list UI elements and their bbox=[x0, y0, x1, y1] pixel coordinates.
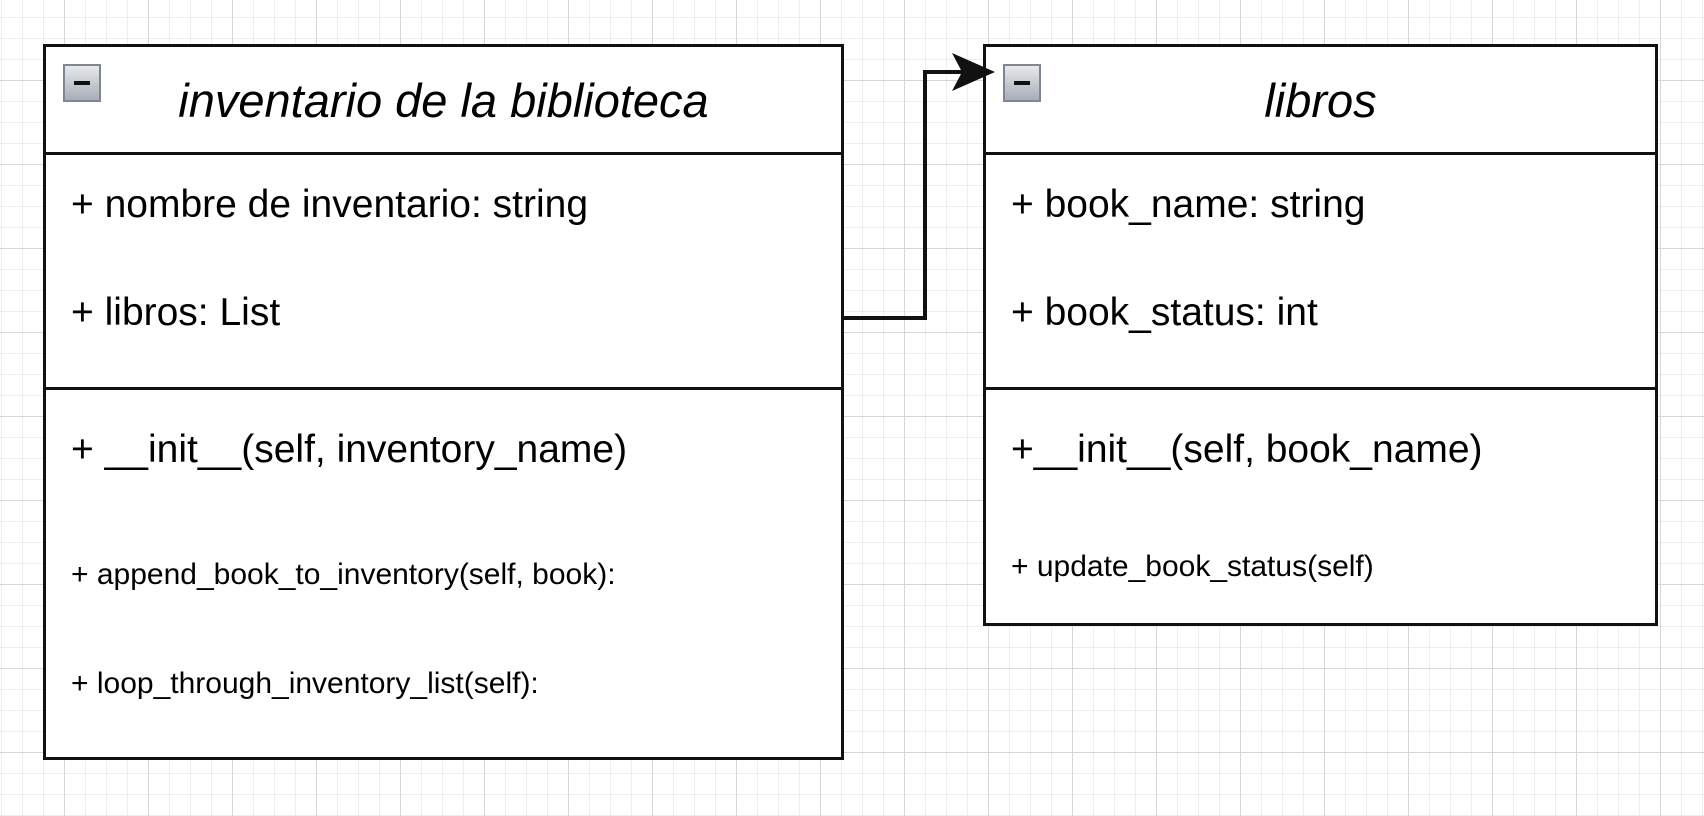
attributes-compartment: + book_name: string + book_status: int bbox=[986, 155, 1655, 390]
attribute-row[interactable]: + libros: List bbox=[71, 291, 281, 334]
attribute-row[interactable]: + book_name: string bbox=[1011, 183, 1366, 226]
class-title[interactable]: libros bbox=[1264, 74, 1377, 127]
class-inventario-de-la-biblioteca[interactable]: inventario de la biblioteca + nombre de … bbox=[43, 44, 844, 760]
method-row[interactable]: + loop_through_inventory_list(self): bbox=[71, 667, 539, 700]
class-header: libros bbox=[986, 47, 1655, 155]
connector-line[interactable] bbox=[844, 70, 968, 320]
collapse-toggle-icon[interactable] bbox=[1003, 64, 1041, 102]
attributes-compartment: + nombre de inventario: string + libros:… bbox=[46, 155, 841, 390]
attribute-row[interactable]: + nombre de inventario: string bbox=[71, 183, 589, 226]
attribute-row[interactable]: + book_status: int bbox=[1011, 291, 1318, 334]
class-header: inventario de la biblioteca bbox=[46, 47, 841, 155]
class-libros[interactable]: libros + book_name: string + book_status… bbox=[983, 44, 1658, 626]
collapse-toggle-icon[interactable] bbox=[63, 64, 101, 102]
connector-arrowhead-icon bbox=[952, 53, 995, 91]
class-title[interactable]: inventario de la biblioteca bbox=[178, 74, 709, 127]
method-row[interactable]: + update_book_status(self) bbox=[1011, 550, 1374, 583]
method-row[interactable]: + append_book_to_inventory(self, book): bbox=[71, 558, 616, 591]
method-row[interactable]: +__init__(self, book_name) bbox=[1011, 428, 1483, 471]
method-row[interactable]: + __init__(self, inventory_name) bbox=[71, 428, 628, 471]
